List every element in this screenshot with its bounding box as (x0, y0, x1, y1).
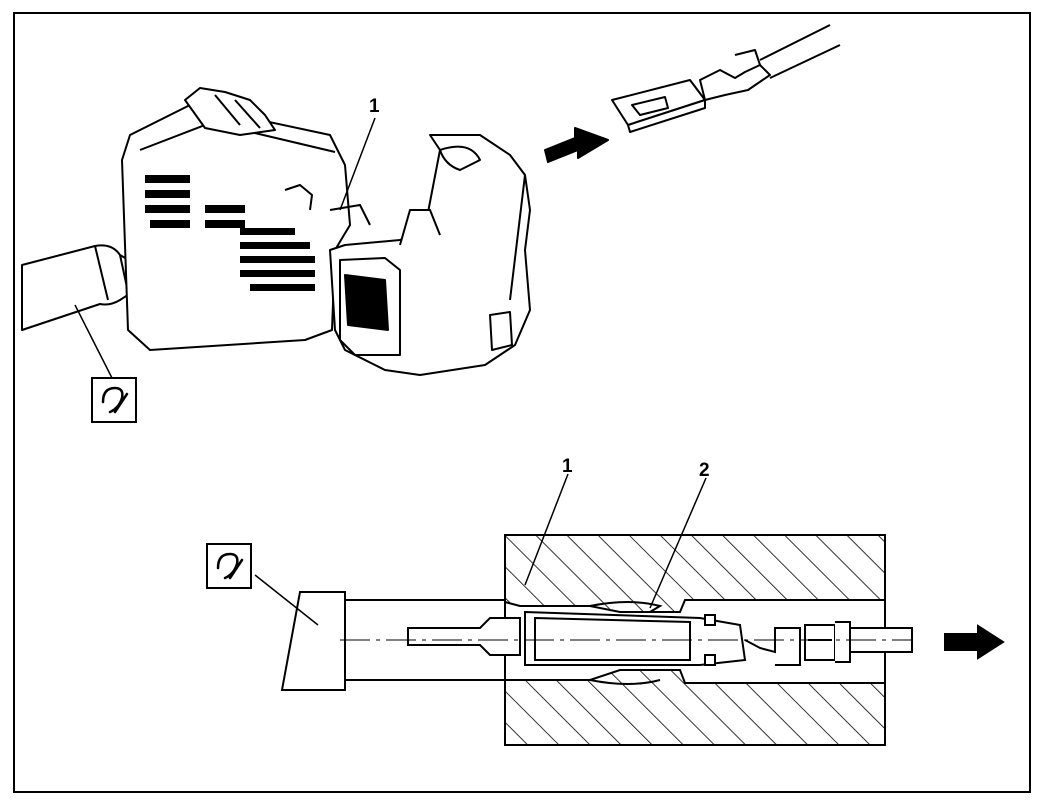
probe-tool-section (280, 591, 521, 691)
tool-symbol-icon (74, 304, 137, 423)
remove-arrow-right (944, 624, 1005, 660)
callout-label-connector-body: 1 (369, 96, 380, 117)
callout-2-leader (649, 477, 707, 609)
insert-arrow-left (544, 127, 609, 163)
callout-1-leader-lower (524, 473, 569, 586)
terminal-with-wire (611, 24, 841, 133)
terminal-section (524, 601, 913, 685)
callout-label-connector-housing: 1 (562, 456, 573, 477)
connector-cover (329, 134, 531, 376)
terminal-cavity-grid (145, 175, 315, 291)
connector-body (121, 87, 371, 351)
figure-frame (13, 12, 1031, 793)
tool-symbol-icon (206, 543, 252, 589)
callout-1-leader (339, 117, 376, 211)
tool-leader-lower (254, 574, 319, 626)
upper-view (21, 24, 841, 376)
callout-label-terminal-lock-tang: 2 (699, 460, 710, 481)
lower-view (254, 473, 1005, 746)
